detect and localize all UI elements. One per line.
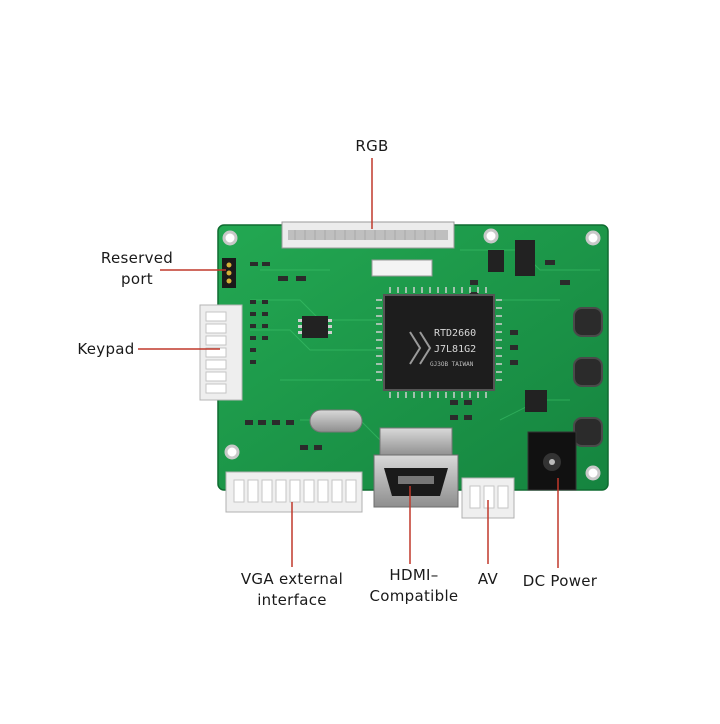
reserved-port-header	[222, 258, 236, 288]
reserved-port-label: Reserved port	[100, 249, 174, 288]
keypad-label: Keypad	[77, 340, 135, 358]
rtd2660-chip: RTD2660 J7L81G2 GJ3OB TAIWAN	[376, 287, 502, 398]
dc-power-jack	[527, 431, 577, 491]
serial-sticker	[371, 259, 433, 277]
realtek-logo-icon	[409, 331, 432, 365]
vga-connector	[225, 471, 363, 513]
power-ic	[488, 240, 547, 412]
inductors	[573, 307, 603, 447]
rgb-fpc-connector	[281, 221, 455, 249]
crystal-oscillator	[309, 409, 363, 433]
keypad-connector	[199, 304, 243, 401]
mounting-holes	[222, 228, 601, 481]
leader-lines	[138, 158, 559, 568]
dc-power-label: DC Power	[522, 572, 598, 590]
chip-origin-text: GJ3OB TAIWAN	[430, 361, 474, 368]
regulator-ic	[298, 316, 332, 338]
hdmi-label: HDMI– Compatible	[369, 566, 459, 605]
chip-model-text: RTD2660	[434, 328, 476, 339]
chip-code-text: J7L81G2	[434, 344, 476, 355]
av-label: AV	[477, 570, 499, 588]
smd-components	[245, 260, 570, 450]
vga-label: VGA external interface	[240, 570, 344, 609]
hdmi-port	[373, 427, 459, 508]
rgb-label: RGB	[355, 137, 389, 155]
